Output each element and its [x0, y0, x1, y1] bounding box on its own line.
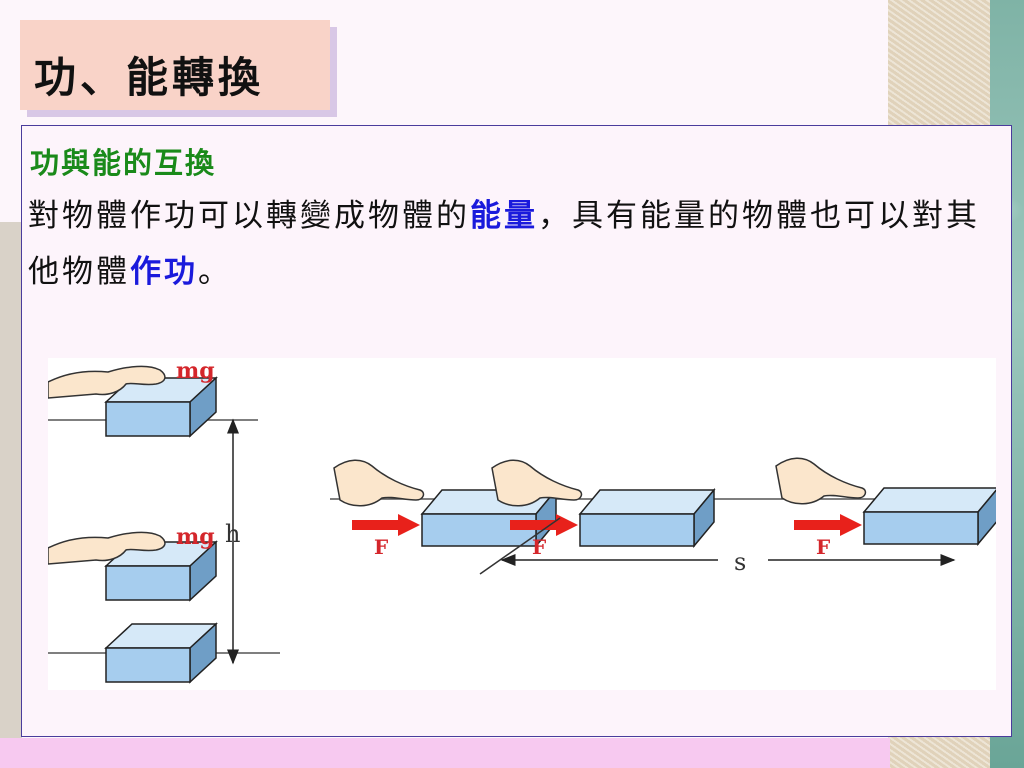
height-label: h: [225, 520, 240, 548]
force-label-3: F: [816, 535, 830, 559]
body-text-2: ，具有能量的物體也可以對其他物體: [28, 198, 980, 290]
hand-icon: [48, 531, 166, 565]
body-text-1: 對物體作功可以轉變成物體的: [28, 198, 470, 234]
force-label-1: F: [374, 535, 388, 559]
hand-icon: [491, 459, 583, 507]
highlight-work: 作功: [130, 254, 198, 290]
mg-label-mid: mg: [176, 524, 215, 550]
decorative-left-band: [0, 222, 22, 768]
slide-title: 功、能轉換: [34, 53, 265, 102]
push-block-3: [862, 487, 996, 547]
decorative-bottom-band: [0, 738, 890, 768]
force-label-2: F: [532, 535, 546, 559]
body-text-3: 。: [198, 254, 232, 290]
highlight-energy: 能量: [470, 198, 538, 234]
mg-label-top: mg: [176, 358, 215, 384]
hand-icon: [48, 365, 166, 399]
force-arrow-1: [352, 514, 420, 536]
block-middle: [104, 540, 218, 602]
content-panel: 功與能的互換 對物體作功可以轉變成物體的能量，具有能量的物體也可以對其他物體作功…: [21, 125, 1012, 737]
title-box: [20, 20, 330, 110]
hand-icon: [333, 459, 425, 507]
push-block-2: [578, 487, 716, 549]
work-energy-figure: mg mg h: [48, 358, 996, 690]
force-arrow-3: [794, 514, 862, 536]
body-paragraph: 對物體作功可以轉變成物體的能量，具有能量的物體也可以對其他物體作功。: [28, 188, 1003, 300]
force-arrow-2: [510, 514, 578, 536]
lifting-scene: mg mg h: [48, 358, 280, 684]
hand-icon: [775, 457, 867, 505]
block-bottom: [104, 622, 218, 684]
distance-label: s: [734, 548, 746, 576]
pushing-scene: F F: [330, 457, 996, 576]
section-heading: 功與能的互換: [30, 146, 217, 180]
